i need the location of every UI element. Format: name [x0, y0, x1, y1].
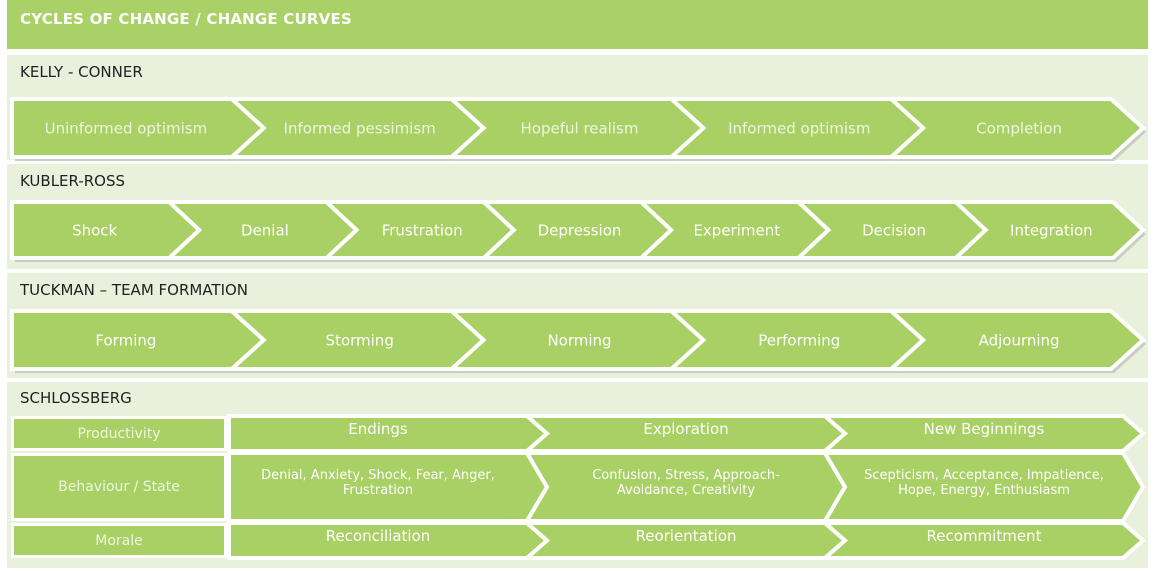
tuckman-stage-4: Performing: [666, 309, 927, 373]
kelly-conner-process: Uninformed optimism Informed pessimism Hop…: [10, 97, 1146, 161]
tuckman-stage-label: Performing: [758, 332, 840, 350]
schlossberg-cell: Scepticism, Acceptance, Impatience,Hope,…: [821, 451, 1146, 523]
kelly-conner-stage-label: Completion: [976, 120, 1062, 138]
tuckman-stage-label: Norming: [547, 332, 611, 350]
schlossberg-cell-text: Reorientation: [635, 527, 736, 545]
kelly-conner-stage-label: Uninformed optimism: [45, 120, 208, 138]
tuckman-stage-label: Adjourning: [979, 332, 1060, 350]
kelly-conner-stage-2: Informed pessimism: [226, 97, 487, 161]
kelly-conner-stage-label: Informed pessimism: [284, 120, 436, 138]
kelly-conner-stage-1: Uninformed optimism: [10, 97, 267, 161]
kelly-conner-stage-label: Hopeful realism: [521, 120, 639, 138]
schlossberg-cell: Reconciliation: [227, 521, 551, 560]
schlossberg-row-label-morale: Morale: [11, 523, 227, 558]
schlossberg-cell-text: Hope, Energy, Enthusiasm: [898, 483, 1070, 498]
schlossberg-cell-text: Scepticism, Acceptance, Impatience,: [864, 468, 1104, 483]
schlossberg-cell-text: Frustration: [343, 483, 413, 498]
schlossberg-cell-text: New Beginnings: [924, 420, 1045, 438]
tuckman-stage-label: Storming: [326, 332, 394, 350]
kubler-ross-stage-4: Depression: [478, 200, 675, 262]
kubler-ross-stage-label: Depression: [538, 222, 622, 240]
kubler-ross-process: Shock Denial Frustration Depression Experime…: [10, 200, 1146, 262]
kubler-ross-stage-7: Integration: [950, 200, 1146, 262]
kubler-ross-stage-6: Decision: [793, 200, 989, 262]
kubler-ross-stage-label: Frustration: [382, 222, 463, 240]
tuckman-stage-label: Forming: [95, 332, 156, 350]
section-label-tuckman: TUCKMAN – TEAM FORMATION: [20, 281, 249, 299]
kubler-ross-stage-label: Shock: [72, 222, 117, 240]
schlossberg-cell: Confusion, Stress, Approach-Avoidance, C…: [523, 451, 848, 523]
kelly-conner-stage-5: Completion: [886, 97, 1146, 161]
schlossberg-cell: Recommitment: [819, 521, 1147, 560]
tuckman-process: Forming Storming Norming Performing Adjourni…: [10, 309, 1146, 373]
kubler-ross-stage-5: Experiment: [636, 200, 832, 262]
section-label-schlossberg: SCHLOSSBERG: [20, 389, 132, 407]
schlossberg-cell-text: Reconciliation: [326, 527, 431, 545]
kubler-ross-stage-label: Denial: [241, 222, 289, 240]
schlossberg-cell-text: Endings: [348, 420, 408, 438]
kubler-ross-stage-label: Decision: [862, 222, 926, 240]
schlossberg-row-label-behaviour: Behaviour / State: [11, 453, 227, 521]
schlossberg-cell: Reorientation: [521, 521, 849, 560]
kubler-ross-stage-1: Shock: [10, 200, 203, 262]
schlossberg-cell-text: Confusion, Stress, Approach-: [592, 468, 780, 483]
kubler-ross-stage-3: Frustration: [321, 200, 517, 262]
section-label-kubler-ross: KUBLER-ROSS: [20, 172, 126, 190]
schlossberg-cell: New Beginnings: [819, 414, 1147, 453]
title-bar: CYCLES OF CHANGE / CHANGE CURVES: [7, 0, 1148, 49]
schlossberg-cell: Exploration: [521, 414, 849, 453]
tuckman-stage-1: Forming: [10, 309, 267, 373]
schlossberg-cell: Denial, Anxiety, Shock, Fear, Anger,Frus…: [227, 451, 550, 523]
page-title: CYCLES OF CHANGE / CHANGE CURVES: [20, 10, 352, 28]
section-label-kelly-conner: KELLY - CONNER: [20, 63, 143, 81]
schlossberg-cell: Endings: [227, 414, 551, 453]
kelly-conner-stage-label: Informed optimism: [728, 120, 870, 138]
kubler-ross-stage-label: Integration: [1010, 222, 1093, 240]
schlossberg-cell-text: Recommitment: [927, 527, 1042, 545]
schlossberg-cell-text: Exploration: [643, 420, 728, 438]
kubler-ross-stage-label: Experiment: [693, 222, 780, 240]
tuckman-stage-5: Adjourning: [886, 309, 1146, 373]
tuckman-stage-2: Storming: [226, 309, 487, 373]
schlossberg-row-label-productivity: Productivity: [11, 416, 227, 451]
schlossberg-cell-text: Denial, Anxiety, Shock, Fear, Anger,: [261, 468, 495, 483]
schlossberg-cell-text: Avoidance, Creativity: [617, 483, 755, 498]
